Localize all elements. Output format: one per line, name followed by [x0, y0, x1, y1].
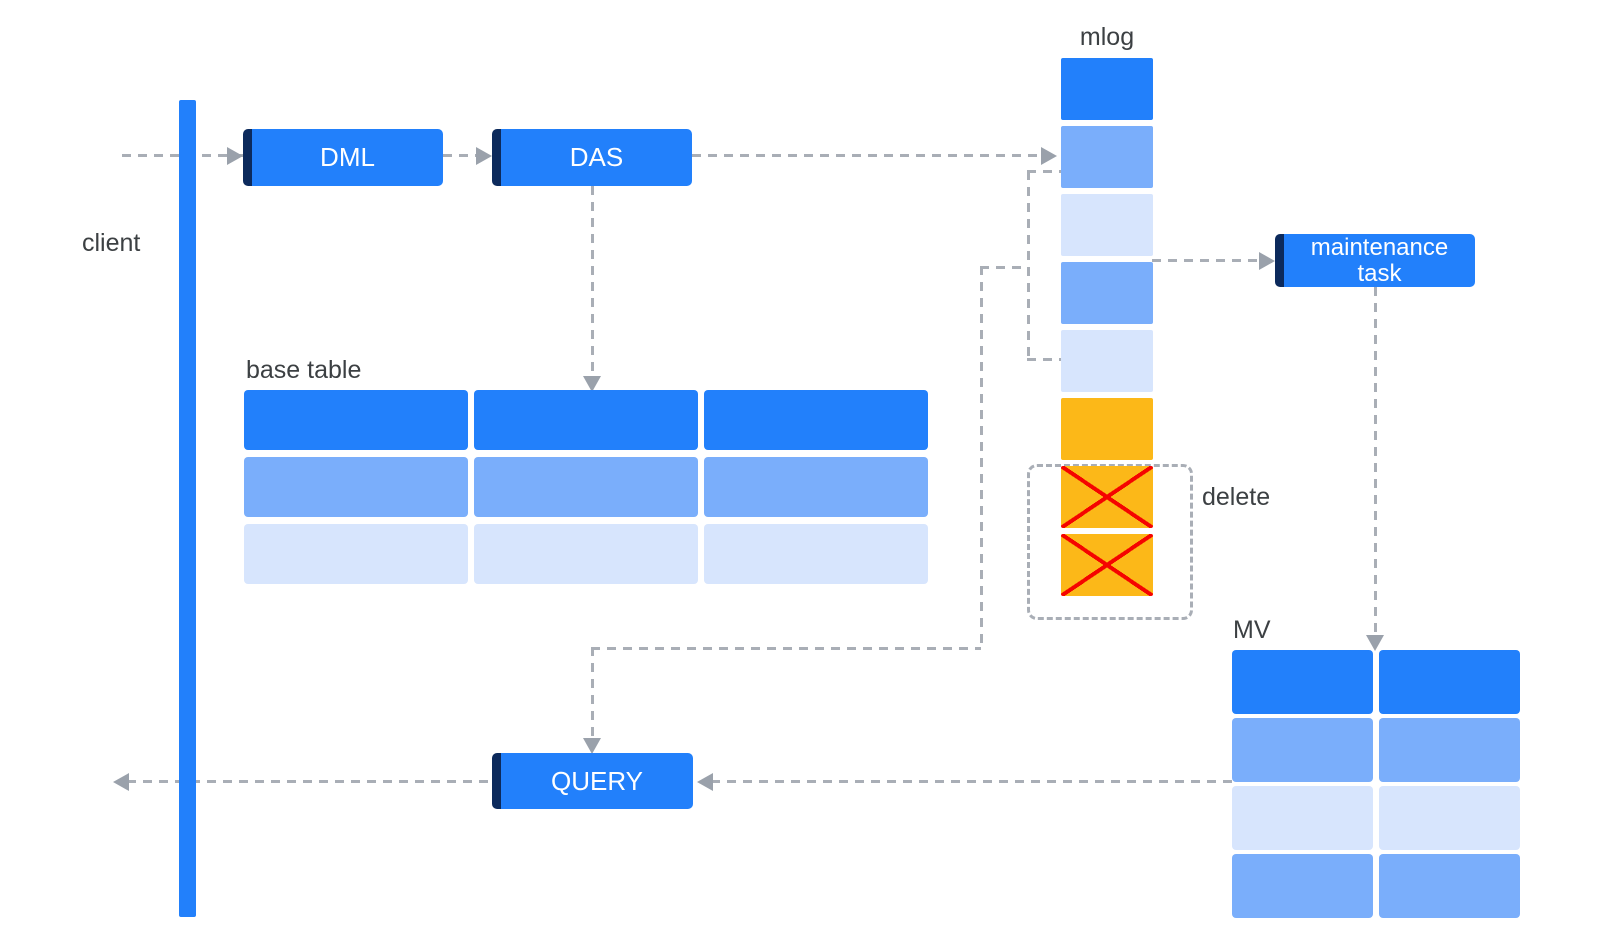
client-label: client [82, 229, 141, 257]
mv-cell [1232, 650, 1373, 714]
das-node: DAS [492, 129, 692, 186]
arrowhead-into-maintenance [1259, 252, 1275, 270]
mv-cell [1379, 718, 1520, 782]
mlog-label: mlog [1079, 23, 1135, 51]
base-table-cell [704, 524, 928, 584]
base-table-label: base table [246, 356, 362, 384]
connector-maintenance-to-mv [1374, 287, 1377, 636]
arrowhead-into-dml [227, 147, 243, 165]
mlog-cell [1061, 126, 1153, 188]
mlog-cell [1061, 466, 1153, 528]
mlog-cell [1061, 398, 1153, 460]
delete-label: delete [1202, 483, 1271, 511]
base-table-cell [474, 524, 698, 584]
connector-das-to-mlog [692, 154, 1039, 157]
dml-node: DML [243, 129, 443, 186]
delete-region-outline [1027, 464, 1193, 620]
table-row [244, 457, 928, 517]
arrowhead-into-mlog [1041, 147, 1057, 165]
arrowhead-to-client [113, 773, 129, 791]
query-node-label: QUERY [551, 765, 643, 796]
base-table-cell [244, 390, 468, 450]
arrowhead-into-basetable [583, 376, 601, 392]
mlog-cell [1061, 262, 1153, 324]
table-row [1232, 718, 1520, 782]
mlog-cell [1061, 330, 1153, 392]
connector-mv-to-query [711, 780, 1232, 783]
dml-node-label: DML [320, 142, 375, 172]
mv-cell [1379, 854, 1520, 918]
base-table [244, 390, 928, 584]
connector-mlog-to-query-vertical [980, 266, 983, 649]
connector-das-to-basetable [591, 186, 594, 376]
query-node: QUERY [492, 753, 693, 809]
client-lifeline-bar [179, 100, 196, 917]
mv-cell [1379, 650, 1520, 714]
connector-query-to-client [127, 780, 492, 783]
connector-bracket-to-query-stub [980, 266, 1027, 269]
connector-mlog-bracket [1027, 171, 1030, 361]
base-table-cell [474, 390, 698, 450]
table-row [244, 524, 928, 584]
connector-mlog-bracket-bottom [1027, 358, 1061, 361]
mv-cell [1379, 786, 1520, 850]
base-table-cell [474, 457, 698, 517]
table-row [244, 390, 928, 450]
table-row [1232, 650, 1520, 714]
connector-dml-to-das [443, 154, 478, 157]
arrowhead-into-query-right [697, 773, 713, 791]
base-table-cell [244, 524, 468, 584]
das-node-label: DAS [569, 142, 624, 172]
mlog-cell [1061, 58, 1153, 120]
arrowhead-into-das [476, 147, 492, 165]
arrowhead-into-mv [1366, 635, 1384, 651]
mv-label: MV [1233, 616, 1271, 644]
maintenance-task-node: maintenance task [1275, 234, 1475, 287]
mlog-cell [1061, 194, 1153, 256]
mlog-cell [1061, 534, 1153, 596]
mv-cell [1232, 718, 1373, 782]
connector-down-to-query [591, 647, 594, 739]
base-table-cell [244, 457, 468, 517]
mv-cell [1232, 854, 1373, 918]
mlog-column [1061, 58, 1153, 596]
table-row [1232, 786, 1520, 850]
mv-table [1232, 650, 1520, 918]
table-row [1232, 854, 1520, 918]
arrowhead-into-query-top [583, 738, 601, 754]
base-table-cell [704, 457, 928, 517]
mv-cell [1232, 786, 1373, 850]
connector-mlog-bracket-top [1027, 170, 1061, 173]
connector-mlog-to-query-horizontal [591, 647, 981, 650]
base-table-cell [704, 390, 928, 450]
maintenance-task-node-label: maintenance task [1310, 233, 1449, 287]
connector-mlog-to-maintenance [1152, 259, 1261, 262]
